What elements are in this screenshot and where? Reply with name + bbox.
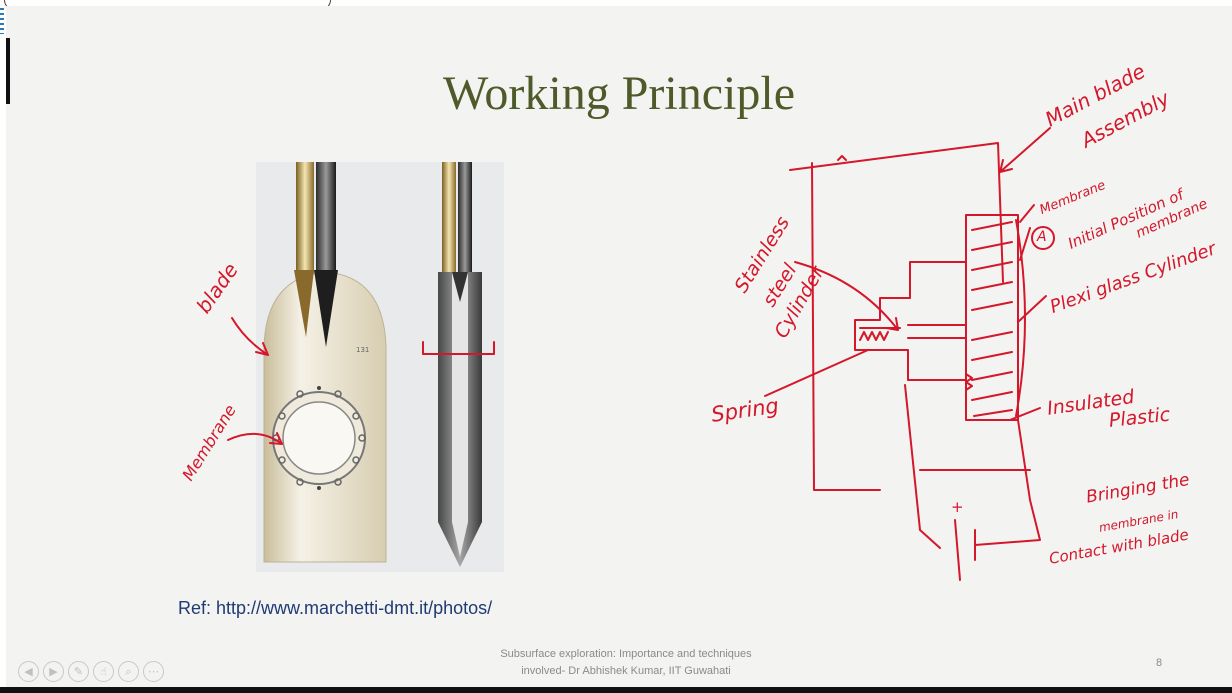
footer-line-1: Subsurface exploration: Importance and t… bbox=[500, 648, 752, 660]
pointer-tool-icon[interactable]: ☝ bbox=[93, 661, 114, 682]
marker-a-circle bbox=[1031, 226, 1055, 250]
battery-plus: + bbox=[951, 498, 964, 516]
marker-a: A bbox=[1037, 229, 1047, 245]
dilatometer-photo: 131 bbox=[256, 162, 504, 572]
window-edge-bar bbox=[6, 38, 10, 104]
zoom-icon[interactable]: ⌕ bbox=[118, 661, 139, 682]
reference-link[interactable]: Ref: http://www.marchetti-dmt.it/photos/ bbox=[178, 598, 493, 618]
player-controls: ◀ ▶ ✎ ☝ ⌕ ⋯ bbox=[18, 661, 164, 685]
page-number: 8 bbox=[1156, 657, 1163, 669]
stainless-arrow bbox=[794, 261, 899, 331]
svg-text:131: 131 bbox=[356, 346, 369, 354]
blade-arrow bbox=[231, 317, 269, 356]
membrane-pointer bbox=[1019, 204, 1035, 223]
next-slide-icon[interactable]: ▶ bbox=[43, 661, 64, 682]
previous-slide-icon[interactable]: ◀ bbox=[18, 661, 39, 682]
top-strip bbox=[0, 0, 1232, 6]
slide: Working Principle bbox=[6, 6, 1232, 687]
spring-arrow bbox=[764, 349, 869, 397]
bottom-edge-bar bbox=[0, 687, 1232, 693]
footer-text: Subsurface exploration: Importance and t… bbox=[426, 646, 826, 680]
footer-line-2: involved- Dr Abhishek Kumar, IIT Guwahat… bbox=[521, 665, 731, 677]
insulated-pointer bbox=[1009, 407, 1041, 421]
dilatometer-illustration: 131 bbox=[263, 162, 482, 567]
membrane-arrow bbox=[227, 432, 283, 445]
pen-tool-icon[interactable]: ✎ bbox=[68, 661, 89, 682]
side-blade-mark bbox=[422, 341, 495, 355]
slide-title: Working Principle bbox=[442, 67, 796, 120]
stainless-cylinder-outline bbox=[789, 142, 1004, 491]
window-edge-dots bbox=[0, 8, 4, 34]
main-blade-arrow bbox=[999, 127, 1051, 173]
plexi-pointer bbox=[1017, 295, 1047, 323]
spring bbox=[859, 331, 889, 341]
more-options-icon[interactable]: ⋯ bbox=[143, 661, 164, 682]
